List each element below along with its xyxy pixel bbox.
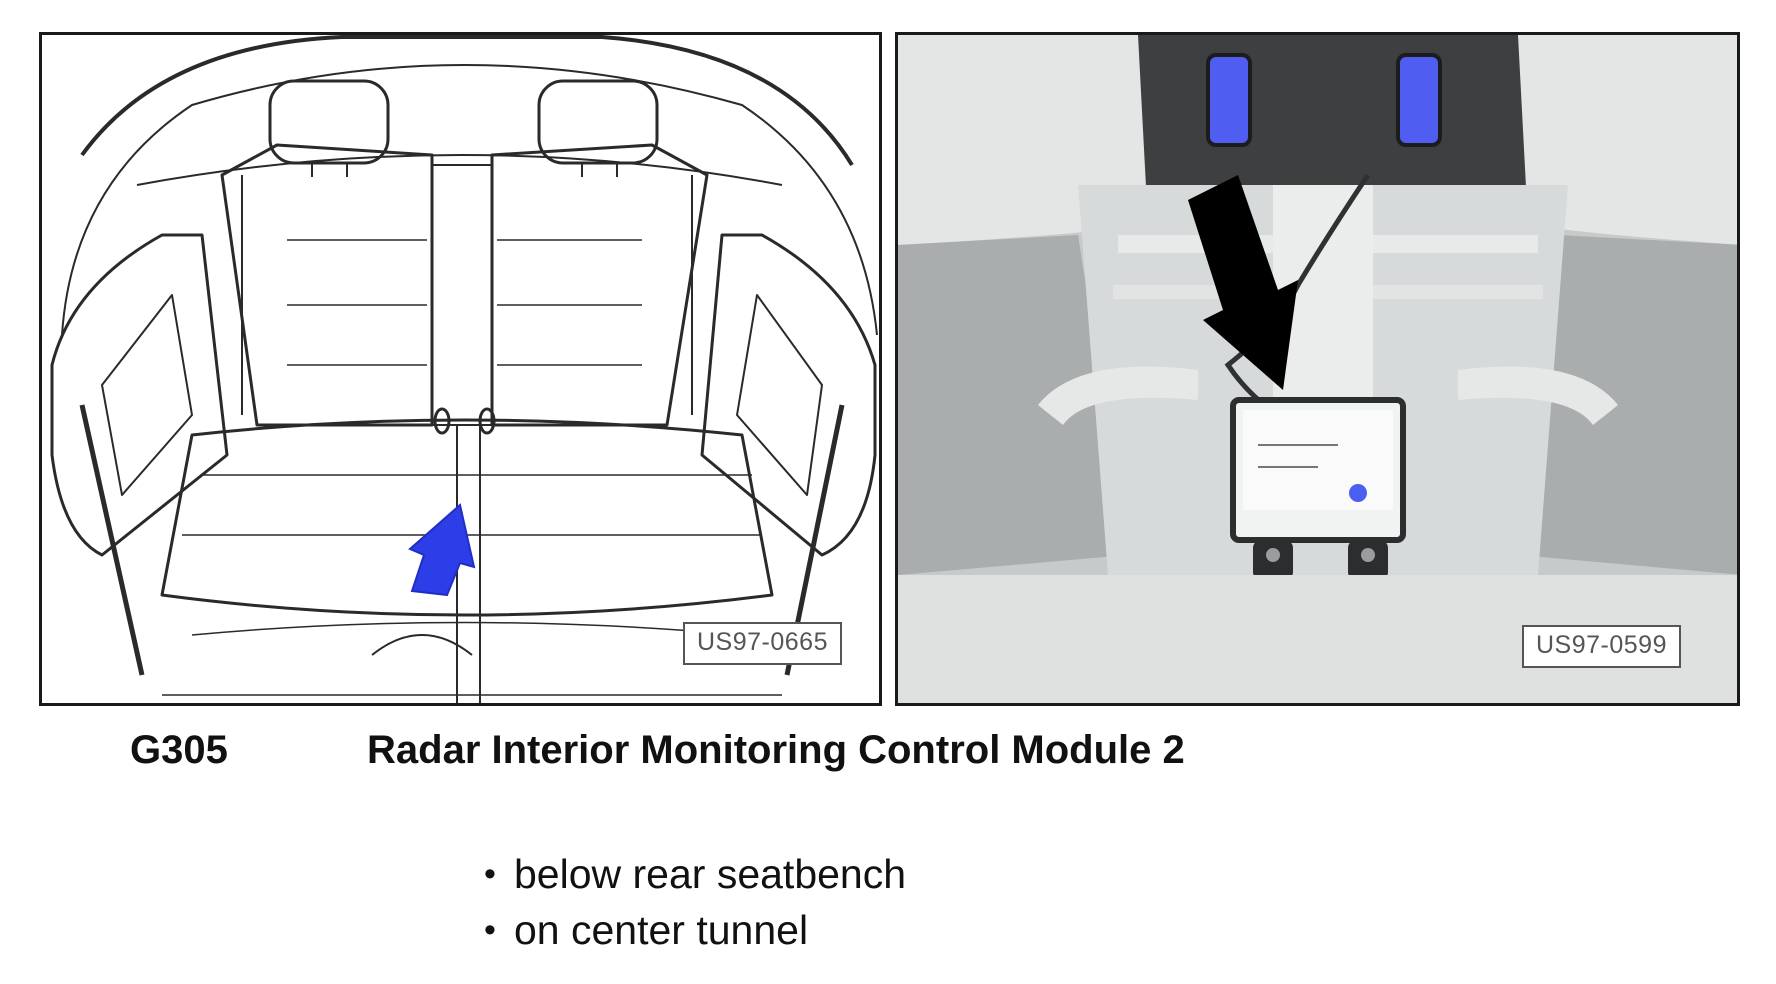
reference-label: US97-0665 [683, 622, 842, 665]
module-photo-panel: US97-0599 [895, 32, 1740, 706]
list-item: • on center tunnel [484, 902, 906, 958]
location-note: below rear seatbench [514, 851, 907, 897]
component-code: G305 [130, 728, 228, 772]
module-photo-rendering [898, 35, 1737, 703]
list-item: • below rear seatbench [484, 846, 906, 902]
bullet-icon: • [484, 911, 496, 949]
location-notes-list: • below rear seatbench • on center tunnel [484, 846, 906, 958]
bullet-icon: • [484, 855, 496, 893]
location-arrow-icon [408, 503, 476, 597]
reference-label: US97-0599 [1522, 625, 1681, 668]
rear-seat-diagram-panel: US97-0665 [39, 32, 882, 706]
component-name: Radar Interior Monitoring Control Module… [367, 728, 1185, 772]
location-arrow-icon [1188, 175, 1298, 390]
rear-seat-line-drawing [50, 35, 878, 703]
location-note: on center tunnel [514, 907, 809, 953]
